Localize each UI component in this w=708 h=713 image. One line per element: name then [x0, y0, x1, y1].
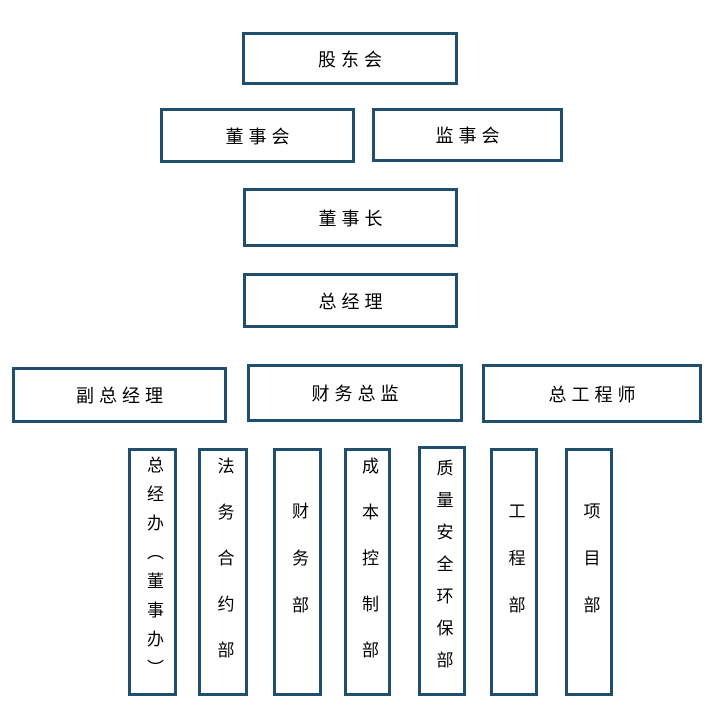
- org-node-chairman: 董事长: [243, 188, 458, 247]
- org-node-chief-engineer: 总工程师: [482, 364, 702, 423]
- org-node-finance-dept: 财务部: [273, 448, 322, 696]
- org-node-label: 法务合约部: [213, 457, 234, 687]
- org-node-legal-contract-dept: 法务合约部: [198, 448, 248, 696]
- org-node-label: 董事长: [318, 208, 388, 230]
- org-node-board-of-directors: 董事会: [160, 108, 355, 163]
- org-node-label: 股东会: [318, 49, 387, 71]
- org-node-label: 董事会: [225, 126, 295, 148]
- org-node-label: 财务总监: [311, 384, 404, 405]
- org-node-label: 质量安全环保部: [432, 459, 453, 683]
- org-node-shareholders: 股东会: [242, 32, 458, 85]
- org-node-label: 成本控制部: [358, 457, 378, 687]
- org-node-general-manager: 总经理: [243, 273, 458, 328]
- org-node-label: 总经办（董事办）: [143, 456, 163, 688]
- org-node-project-dept: 项目部: [565, 448, 613, 696]
- org-node-label: 项目部: [579, 501, 600, 643]
- org-node-label: 总工程师: [548, 384, 641, 406]
- org-node-label: 工程部: [504, 501, 525, 643]
- org-node-deputy-general-manager: 副总经理: [12, 367, 227, 423]
- org-node-gm-office: 总经办（董事办）: [128, 448, 177, 696]
- org-node-finance-director: 财务总监: [247, 364, 463, 422]
- org-node-label: 监事会: [435, 126, 505, 147]
- org-node-label: 财务部: [288, 501, 308, 643]
- org-node-engineering-dept: 工程部: [490, 448, 538, 696]
- org-node-cost-control-dept: 成本控制部: [344, 448, 391, 696]
- org-node-quality-safety-env-dept: 质量安全环保部: [418, 446, 466, 696]
- org-node-label: 副总经理: [76, 386, 168, 407]
- org-node-supervisory-board: 监事会: [372, 108, 563, 162]
- org-node-label: 总经理: [318, 291, 388, 313]
